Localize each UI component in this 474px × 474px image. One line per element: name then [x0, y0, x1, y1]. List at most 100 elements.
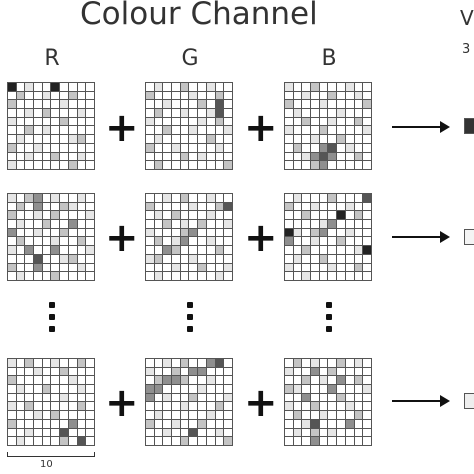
grid-cell — [302, 83, 311, 91]
grid-cell — [328, 117, 337, 126]
arrow-right-icon — [392, 395, 450, 407]
grid-cell — [293, 367, 302, 376]
grid-cell — [8, 359, 16, 367]
channel-grid-b — [284, 82, 372, 170]
channel-grid-r — [7, 82, 95, 170]
grid-cell — [77, 220, 86, 228]
grid-cell — [302, 220, 311, 228]
grid-cell — [154, 246, 163, 254]
grid-cell — [285, 402, 293, 411]
grid-cell — [8, 220, 16, 228]
grid-cell — [86, 402, 94, 411]
grid-cell — [180, 202, 189, 211]
grid-cell — [363, 263, 371, 272]
grid-cell — [198, 428, 206, 437]
grid-cell — [25, 143, 34, 152]
grid-cell — [60, 393, 68, 402]
figure-title: Colour Channel — [80, 0, 318, 32]
grid-cell — [68, 237, 77, 246]
grid-cell — [215, 237, 224, 246]
grid-cell — [34, 152, 42, 161]
grid-cell — [215, 109, 224, 117]
grid-cell — [206, 109, 215, 117]
grid-cell — [42, 91, 51, 100]
grid-cell — [328, 428, 337, 437]
grid-cell — [77, 254, 86, 263]
grid-cell — [8, 152, 16, 161]
grid-cell — [86, 91, 94, 100]
grid-cell — [77, 126, 86, 135]
grid-cell — [285, 393, 293, 402]
grid-cell — [154, 194, 163, 202]
grid-cell — [25, 246, 34, 254]
grid-cell — [189, 437, 198, 445]
grid-cell — [42, 359, 51, 367]
grid-cell — [206, 419, 215, 428]
grid-cell — [215, 272, 224, 280]
grid-cell — [215, 385, 224, 393]
grid-cell — [311, 263, 319, 272]
grid-cell — [293, 152, 302, 161]
grid-cell — [319, 263, 328, 272]
grid-cell — [206, 393, 215, 402]
grid-cell — [42, 254, 51, 263]
grid-cell — [285, 263, 293, 272]
grid-cell — [293, 411, 302, 419]
grid-cell — [345, 419, 354, 428]
grid-cell — [328, 152, 337, 161]
grid-cell — [198, 411, 206, 419]
grid-cell — [363, 100, 371, 109]
grid-cell — [146, 376, 154, 385]
grid-cell — [172, 246, 180, 254]
grid-cell — [354, 152, 363, 161]
grid-cell — [16, 220, 25, 228]
grid-cell — [198, 246, 206, 254]
grid-cell — [354, 83, 363, 91]
grid-cell — [154, 91, 163, 100]
grid-cell — [354, 272, 363, 280]
grid-cell — [285, 376, 293, 385]
grid-cell — [189, 135, 198, 143]
grid-cell — [8, 109, 16, 117]
plus-sign: + — [244, 105, 278, 151]
channel-grid-g — [145, 82, 233, 170]
grid-cell — [345, 91, 354, 100]
grid-cell — [206, 83, 215, 91]
grid-cell — [363, 109, 371, 117]
grid-cell — [328, 161, 337, 169]
grid-cell — [25, 135, 34, 143]
grid-cell — [16, 376, 25, 385]
grid-cell — [198, 376, 206, 385]
grid-cell — [180, 428, 189, 437]
grid-cell — [363, 135, 371, 143]
grid-cell — [25, 220, 34, 228]
grid-cell — [42, 117, 51, 126]
grid-cell — [180, 83, 189, 91]
grid-cell — [189, 359, 198, 367]
grid-cell — [206, 143, 215, 152]
grid-cell — [293, 211, 302, 220]
grid-cell — [215, 367, 224, 376]
grid-cell — [293, 161, 302, 169]
grid-cell — [302, 117, 311, 126]
grid-cell — [293, 246, 302, 254]
grid-cell — [51, 202, 60, 211]
grid-cell — [180, 376, 189, 385]
grid-cell — [42, 228, 51, 237]
grid-cell — [337, 376, 345, 385]
grid-cell — [42, 202, 51, 211]
grid-cell — [293, 376, 302, 385]
grid-cell — [16, 237, 25, 246]
grid-cell — [8, 202, 16, 211]
grid-cell — [25, 117, 34, 126]
grid-cell — [337, 161, 345, 169]
grid-cell — [172, 91, 180, 100]
grid-cell — [206, 437, 215, 445]
grid-cell — [337, 428, 345, 437]
grid-cell — [86, 246, 94, 254]
grid-cell — [34, 135, 42, 143]
grid-cell — [180, 152, 189, 161]
grid-cell — [215, 393, 224, 402]
grid-cell — [198, 393, 206, 402]
grid-cell — [34, 143, 42, 152]
